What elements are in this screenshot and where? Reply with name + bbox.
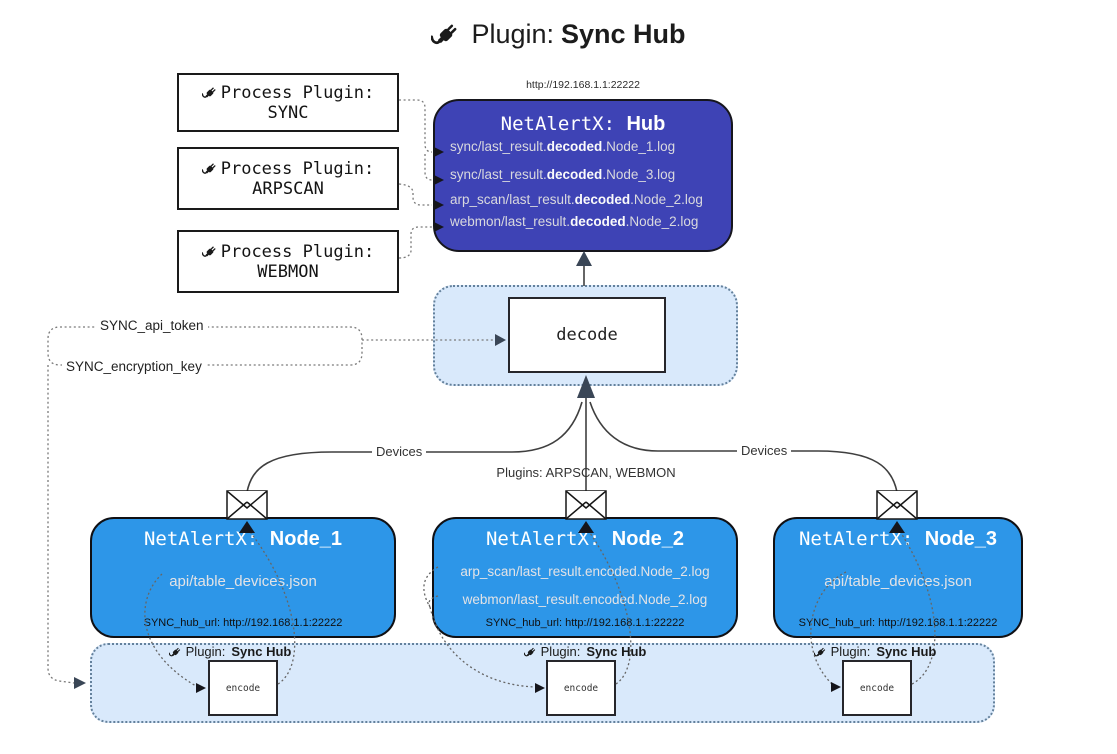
arrowhead-key-into-encode-strip <box>74 677 86 689</box>
sync-to-hub-link-2 <box>424 154 433 181</box>
process-plugin-sync-box: Process Plugin: SYNC <box>177 73 399 132</box>
log-bold: decoded <box>546 167 603 182</box>
hub-log-line: sync/last_result.decoded.Node_1.log <box>450 139 675 154</box>
log-post: .Node_3.log <box>602 167 676 182</box>
encode-box-2: encode <box>546 660 616 716</box>
encode-plugin-text: Plugin: <box>540 644 581 659</box>
title-label: Plugin: <box>471 18 555 49</box>
sync-api-token-label: SYNC_api_token <box>96 318 208 333</box>
log-pre: sync/last_result. <box>450 139 547 154</box>
encode-box-1: encode <box>208 660 278 716</box>
title-text: Plugin:Sync Hub <box>471 19 685 50</box>
arpscan-to-hub-link <box>398 183 432 206</box>
encode-plugin-text: Plugin: <box>830 644 871 659</box>
node-brand: NetAlertX: <box>485 528 612 550</box>
hub-log-line: arp_scan/last_result.decoded.Node_2.log <box>450 192 703 207</box>
log-bold: decoded <box>570 214 626 229</box>
process-plugin-webmon-box: Process Plugin: WEBMON <box>177 230 399 293</box>
node-1-box: NetAlertX: Node_1 api/table_devices.json… <box>90 517 396 638</box>
node-title: NetAlertX: Node_1 <box>92 528 394 551</box>
log-post: .Node_2.log <box>630 192 703 207</box>
node-files: arp_scan/last_result.encoded.Node_2.log … <box>434 558 736 614</box>
hub-brand: NetAlertX: <box>500 113 627 135</box>
plug-icon <box>169 645 183 659</box>
encode-plugin-name: Sync Hub <box>586 644 647 659</box>
process-plugin-label: Process Plugin: <box>220 82 375 103</box>
process-plugin-label: Process Plugin: <box>220 241 375 262</box>
plug-icon <box>814 645 828 659</box>
node-brand: NetAlertX: <box>798 528 925 550</box>
node-hub-url: SYNC_hub_url: http://192.168.1.1:22222 <box>798 617 998 629</box>
log-bold: decoded <box>574 192 631 207</box>
log-post: .Node_1.log <box>602 139 676 154</box>
log-pre: sync/last_result. <box>450 167 547 182</box>
plug-icon <box>202 160 219 177</box>
node-name: Node_3 <box>924 528 998 550</box>
envelope-icon <box>226 490 268 520</box>
plug-icon <box>202 84 219 101</box>
process-plugin-name: SYNC <box>267 102 309 123</box>
key-to-encode-link <box>47 365 75 684</box>
process-plugin-label: Process Plugin: <box>220 158 375 179</box>
hub-name: Hub <box>626 113 666 135</box>
encode-plugin-name: Sync Hub <box>876 644 937 659</box>
encode-plugin-label: Plugin: Sync Hub <box>790 644 960 659</box>
hub-log-line: sync/last_result.decoded.Node_3.log <box>450 167 675 182</box>
node-title: NetAlertX: Node_3 <box>775 528 1021 551</box>
process-plugin-name: WEBMON <box>257 261 319 282</box>
process-plugin-name: ARPSCAN <box>252 178 324 199</box>
node-file: arp_scan/last_result.encoded.Node_2.log <box>460 564 710 579</box>
plug-icon <box>431 18 463 50</box>
encode-plugin-label: Plugin: Sync Hub <box>145 644 315 659</box>
log-post: .Node_2.log <box>625 214 699 229</box>
node-file: webmon/last_result.encoded.Node_2.log <box>462 592 708 607</box>
devices-left-label: Devices <box>372 444 427 459</box>
arrowhead-into-hub <box>576 251 592 266</box>
encode-plugin-text: Plugin: <box>185 644 226 659</box>
node-file: api/table_devices.json <box>824 573 972 590</box>
encode-box-3: encode <box>842 660 912 716</box>
node-name: Node_1 <box>269 528 343 550</box>
sync-to-hub-link <box>399 99 433 153</box>
devices-right-label: Devices <box>737 443 792 458</box>
plug-icon <box>202 243 219 260</box>
node-file: api/table_devices.json <box>169 573 317 590</box>
log-pre: webmon/last_result. <box>450 214 571 229</box>
plugins-center-label: Plugins: ARPSCAN, WEBMON <box>496 465 676 480</box>
encode-plugin-label: Plugin: Sync Hub <box>500 644 670 659</box>
title-name: Sync Hub <box>561 18 686 49</box>
log-pre: arp_scan/last_result. <box>450 192 575 207</box>
node-name: Node_2 <box>611 528 685 550</box>
diagram-title: Plugin:Sync Hub <box>0 12 1117 56</box>
hub-title: NetAlertX: Hub <box>435 113 731 136</box>
node-hub-url: SYNC_hub_url: http://192.168.1.1:22222 <box>485 617 685 629</box>
hub-log-line: webmon/last_result.decoded.Node_2.log <box>450 214 698 229</box>
node-brand: NetAlertX: <box>143 528 270 550</box>
node-title: NetAlertX: Node_2 <box>434 528 736 551</box>
log-bold: decoded <box>546 139 603 154</box>
plug-icon <box>524 645 538 659</box>
envelope-icon <box>876 490 918 520</box>
webmon-to-hub-link <box>398 226 432 259</box>
envelope-icon <box>565 490 607 520</box>
process-plugin-arpscan-box: Process Plugin: ARPSCAN <box>177 147 399 210</box>
encode-plugin-name: Sync Hub <box>231 644 292 659</box>
sync-encryption-key-label: SYNC_encryption_key <box>62 359 206 374</box>
hub-box: NetAlertX: Hub sync/last_result.decoded.… <box>433 99 733 252</box>
node-2-box: NetAlertX: Node_2 arp_scan/last_result.e… <box>432 517 738 638</box>
node-hub-url: SYNC_hub_url: http://192.168.1.1:22222 <box>143 617 343 629</box>
decode-box: decode <box>508 297 666 373</box>
node-3-box: NetAlertX: Node_3 api/table_devices.json… <box>773 517 1023 638</box>
hub-url-label: http://192.168.1.1:22222 <box>526 79 640 91</box>
